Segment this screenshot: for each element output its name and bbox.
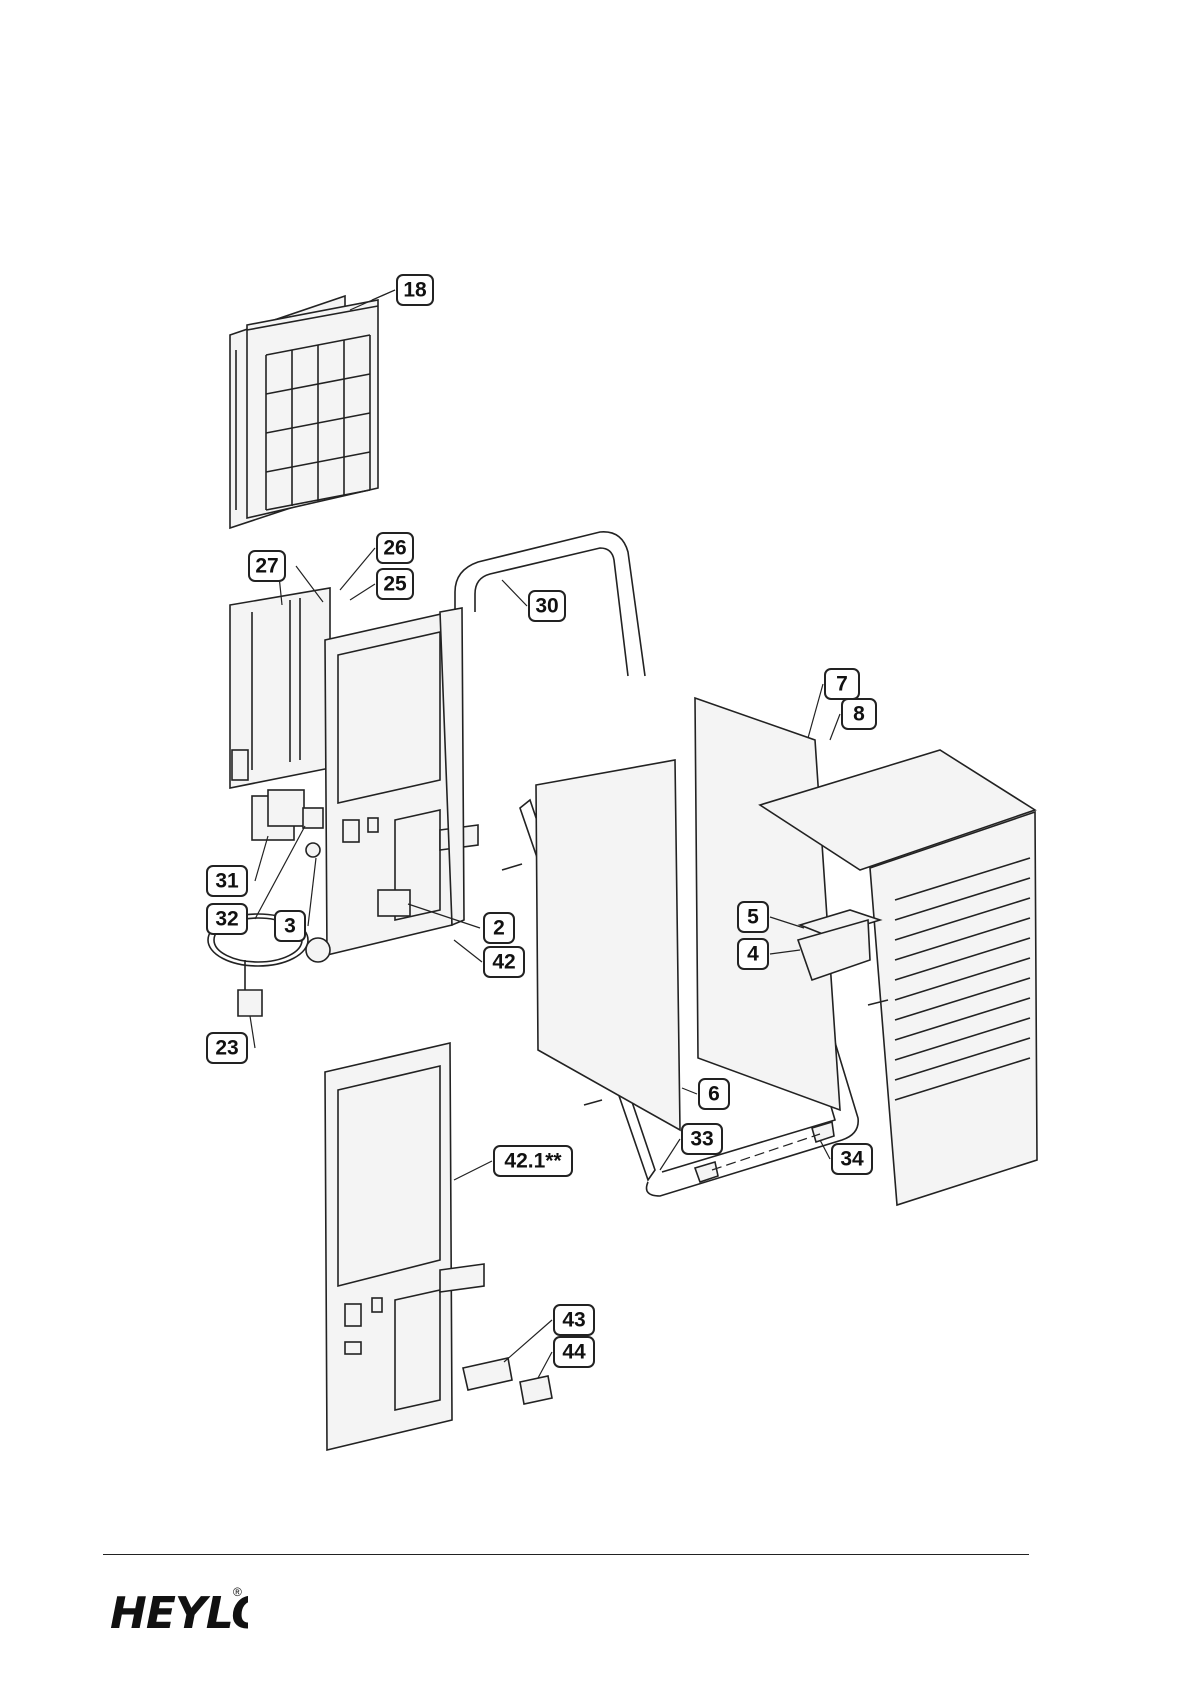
callout-26: 26	[377, 533, 413, 563]
footer-divider	[103, 1554, 1029, 1555]
svg-text:44: 44	[562, 1341, 586, 1364]
svg-text:18: 18	[403, 279, 427, 302]
svg-text:42.1**: 42.1**	[504, 1150, 562, 1173]
svg-text:33: 33	[690, 1128, 713, 1151]
clip-34	[812, 1122, 834, 1142]
registered-mark: ®	[233, 1585, 242, 1599]
callout-43: 43	[554, 1305, 594, 1335]
svg-text:31: 31	[215, 870, 239, 893]
fan-box-31	[252, 790, 304, 840]
panel-assembly-25-26-27	[230, 588, 330, 788]
filter-assembly-18	[230, 296, 378, 528]
brand-logo: HEYLO ®	[108, 1578, 248, 1636]
svg-text:2: 2	[493, 917, 505, 940]
svg-text:25: 25	[383, 573, 407, 596]
callout-2: 2	[484, 913, 514, 943]
svg-text:5: 5	[747, 906, 759, 929]
svg-text:6: 6	[708, 1083, 720, 1106]
connector-block-2	[378, 890, 410, 916]
svg-text:3: 3	[284, 915, 296, 938]
switch-32	[303, 808, 323, 828]
svg-text:27: 27	[255, 555, 278, 578]
callout-18: 18	[397, 275, 433, 305]
brand-name: HEYLO	[110, 1588, 248, 1636]
svg-text:8: 8	[853, 703, 865, 726]
callout-7: 7	[825, 669, 859, 699]
callout-42: 42	[484, 947, 524, 977]
svg-text:30: 30	[535, 595, 558, 618]
knob-3	[306, 843, 320, 857]
callout-27: 27	[249, 551, 285, 581]
svg-text:4: 4	[747, 943, 759, 966]
svg-text:43: 43	[562, 1309, 585, 1332]
callout-8: 8	[842, 699, 876, 729]
side-panel-6	[536, 760, 680, 1130]
callout-3: 3	[275, 911, 305, 941]
svg-text:23: 23	[215, 1037, 238, 1060]
svg-text:32: 32	[215, 908, 238, 931]
callout-4: 4	[738, 939, 768, 969]
callout-42-1: 42.1**	[494, 1146, 572, 1176]
svg-text:7: 7	[836, 673, 848, 696]
callout-6: 6	[699, 1079, 729, 1109]
callout-31: 31	[207, 866, 247, 896]
svg-text:26: 26	[383, 537, 406, 560]
callout-34: 34	[832, 1144, 872, 1174]
callout-44: 44	[554, 1337, 594, 1367]
control-panel-42-1	[325, 1043, 484, 1450]
part-44	[520, 1376, 552, 1404]
svg-text:34: 34	[840, 1148, 864, 1171]
callout-32: 32	[207, 904, 247, 934]
callout-23: 23	[207, 1033, 247, 1063]
callout-33: 33	[682, 1124, 722, 1154]
part-43	[463, 1358, 512, 1390]
callout-30: 30	[529, 591, 565, 621]
callout-25: 25	[377, 569, 413, 599]
callout-5: 5	[738, 902, 768, 932]
svg-text:42: 42	[492, 951, 515, 974]
